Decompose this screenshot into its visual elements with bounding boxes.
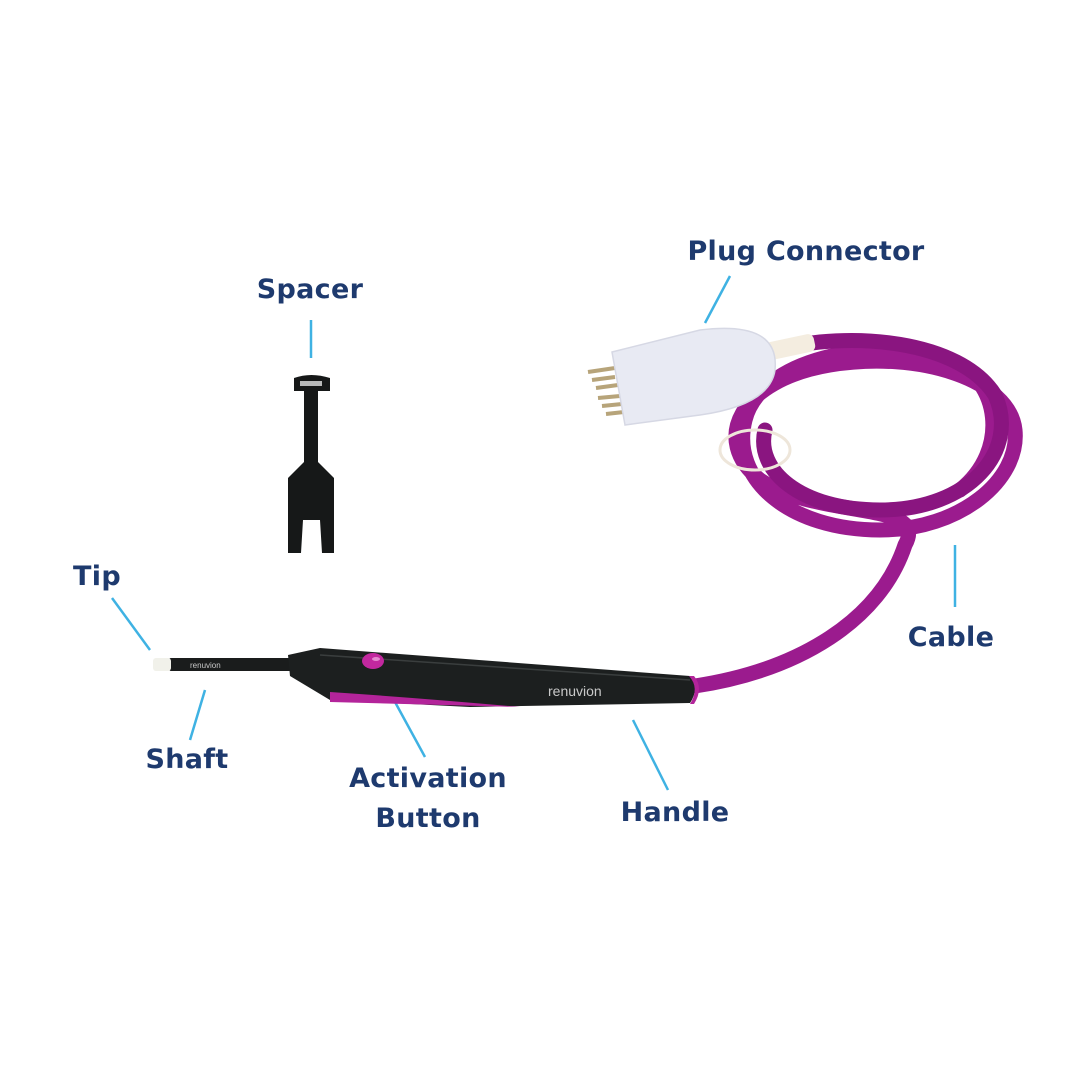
tip-part bbox=[153, 658, 171, 671]
leader-line-plug bbox=[703, 275, 732, 324]
strain-relief bbox=[764, 334, 816, 360]
plug-connector-part bbox=[587, 327, 776, 426]
label-plug-connector: Plug Connector bbox=[687, 236, 925, 267]
label-activation-button-line1: Activation bbox=[349, 763, 507, 794]
activation-button-part bbox=[362, 653, 384, 669]
activation-button-highlight bbox=[372, 657, 380, 661]
label-handle: Handle bbox=[620, 797, 730, 828]
cable-tie bbox=[718, 428, 792, 472]
shaft-brand-text: renuvion bbox=[190, 661, 221, 670]
handle-brand-text: renuvion bbox=[548, 683, 602, 699]
label-shaft: Shaft bbox=[145, 744, 229, 775]
cable-part bbox=[687, 332, 1023, 694]
shaft-part bbox=[168, 658, 293, 671]
spacer-part bbox=[288, 375, 334, 553]
label-activation-button-line2: Button bbox=[375, 803, 481, 834]
leader-line-shaft bbox=[188, 689, 207, 741]
handle-part bbox=[288, 648, 699, 707]
label-cable: Cable bbox=[907, 622, 995, 653]
leader-line-handle bbox=[631, 719, 670, 791]
leader-line-tip bbox=[110, 597, 152, 651]
label-tip: Tip bbox=[73, 561, 121, 592]
label-spacer: Spacer bbox=[256, 274, 364, 305]
